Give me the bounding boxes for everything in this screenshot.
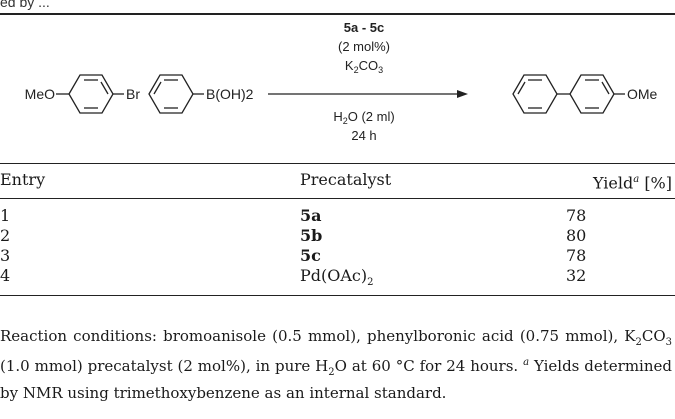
boronic-label: B(OH)2: [206, 86, 254, 102]
header-rule: [0, 198, 675, 199]
row-1-yield: 78: [566, 206, 587, 225]
product-methoxy-label: OMe: [627, 86, 658, 102]
row-4-yield: 32: [566, 266, 587, 285]
row-3-precatalyst: 5c: [300, 246, 321, 265]
solvent-label: H2O (2 ml): [333, 109, 394, 126]
table-footnote: Reaction conditions: bromoanisole (0.5 m…: [0, 327, 672, 402]
row-2-yield: 80: [566, 226, 587, 245]
header-precatalyst: Precatalyst: [300, 170, 392, 189]
time-label: 24 h: [351, 128, 376, 143]
scheme-rule: [0, 163, 675, 164]
row-4-entry: 4: [0, 266, 11, 285]
row-2-entry: 2: [0, 226, 11, 245]
row-4-precatalyst: Pd(OAc)2: [300, 266, 374, 289]
caption-fragment: ed by ...: [0, 0, 50, 10]
product-structure: [512, 74, 625, 114]
arrow-head: [457, 90, 468, 98]
phenylboronic-acid-structure: [148, 74, 204, 114]
row-1-precatalyst: 5a: [300, 206, 322, 225]
top-rule: [0, 13, 675, 15]
header-yield: Yielda [%]: [593, 173, 672, 193]
bromo-label: Br: [126, 86, 140, 102]
row-1-entry: 1: [0, 206, 11, 225]
base-label: K2CO3: [345, 58, 383, 75]
catalyst-loading: (2 mol%): [338, 39, 390, 54]
reaction-scheme: MeO Br B(OH)2 OMe 5a - 5c (2 mol%) K2CO3…: [25, 20, 658, 143]
row-2-precatalyst: 5b: [300, 226, 323, 245]
bottom-rule: [0, 295, 675, 296]
header-entry: Entry: [0, 170, 46, 189]
catalyst-range: 5a - 5c: [344, 20, 384, 35]
row-3-entry: 3: [0, 246, 11, 265]
row-3-yield: 78: [566, 246, 587, 265]
methoxy-label: MeO: [25, 86, 55, 102]
bromoanisole-structure: [56, 74, 124, 114]
